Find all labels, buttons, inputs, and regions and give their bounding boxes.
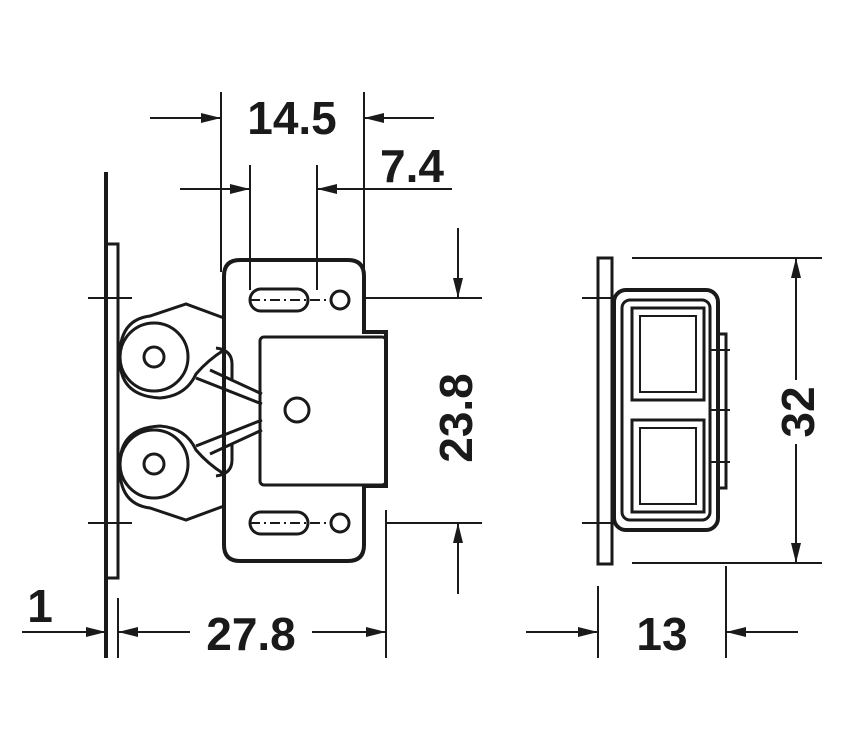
front-upper-window	[630, 306, 706, 402]
upper-roller-arm	[118, 302, 226, 400]
dim-label-7-4: 7.4	[380, 140, 444, 192]
bracket-strip	[106, 242, 120, 580]
dim-label-23-8: 23.8	[430, 373, 482, 463]
plunger-hole	[283, 396, 311, 424]
plunger-block	[258, 335, 388, 487]
lower-roller	[118, 428, 190, 500]
side-view: 14.5 7.4 23.8 1 27.8	[22, 92, 482, 660]
dim-label-1: 1	[27, 580, 53, 632]
front-lower-window	[630, 418, 706, 514]
dim-label-13: 13	[636, 608, 687, 660]
front-lower-roller	[639, 427, 697, 505]
upper-roller-pin	[142, 345, 166, 369]
lower-roller-pin	[142, 452, 166, 476]
front-upper-roller	[639, 315, 697, 393]
spring-clip	[215, 346, 234, 478]
spring-wire	[195, 368, 263, 456]
lower-roller-arm	[118, 424, 226, 522]
dim-label-32: 32	[772, 386, 824, 437]
front-view: 32 13	[526, 256, 824, 660]
top-screw-hole	[329, 289, 351, 311]
front-plate	[596, 256, 614, 566]
dim-label-27-8: 27.8	[206, 608, 296, 660]
front-housing-outer	[612, 288, 720, 532]
dim-label-14-5: 14.5	[247, 92, 337, 144]
upper-roller	[118, 321, 190, 393]
bottom-screw-hole	[329, 512, 351, 534]
